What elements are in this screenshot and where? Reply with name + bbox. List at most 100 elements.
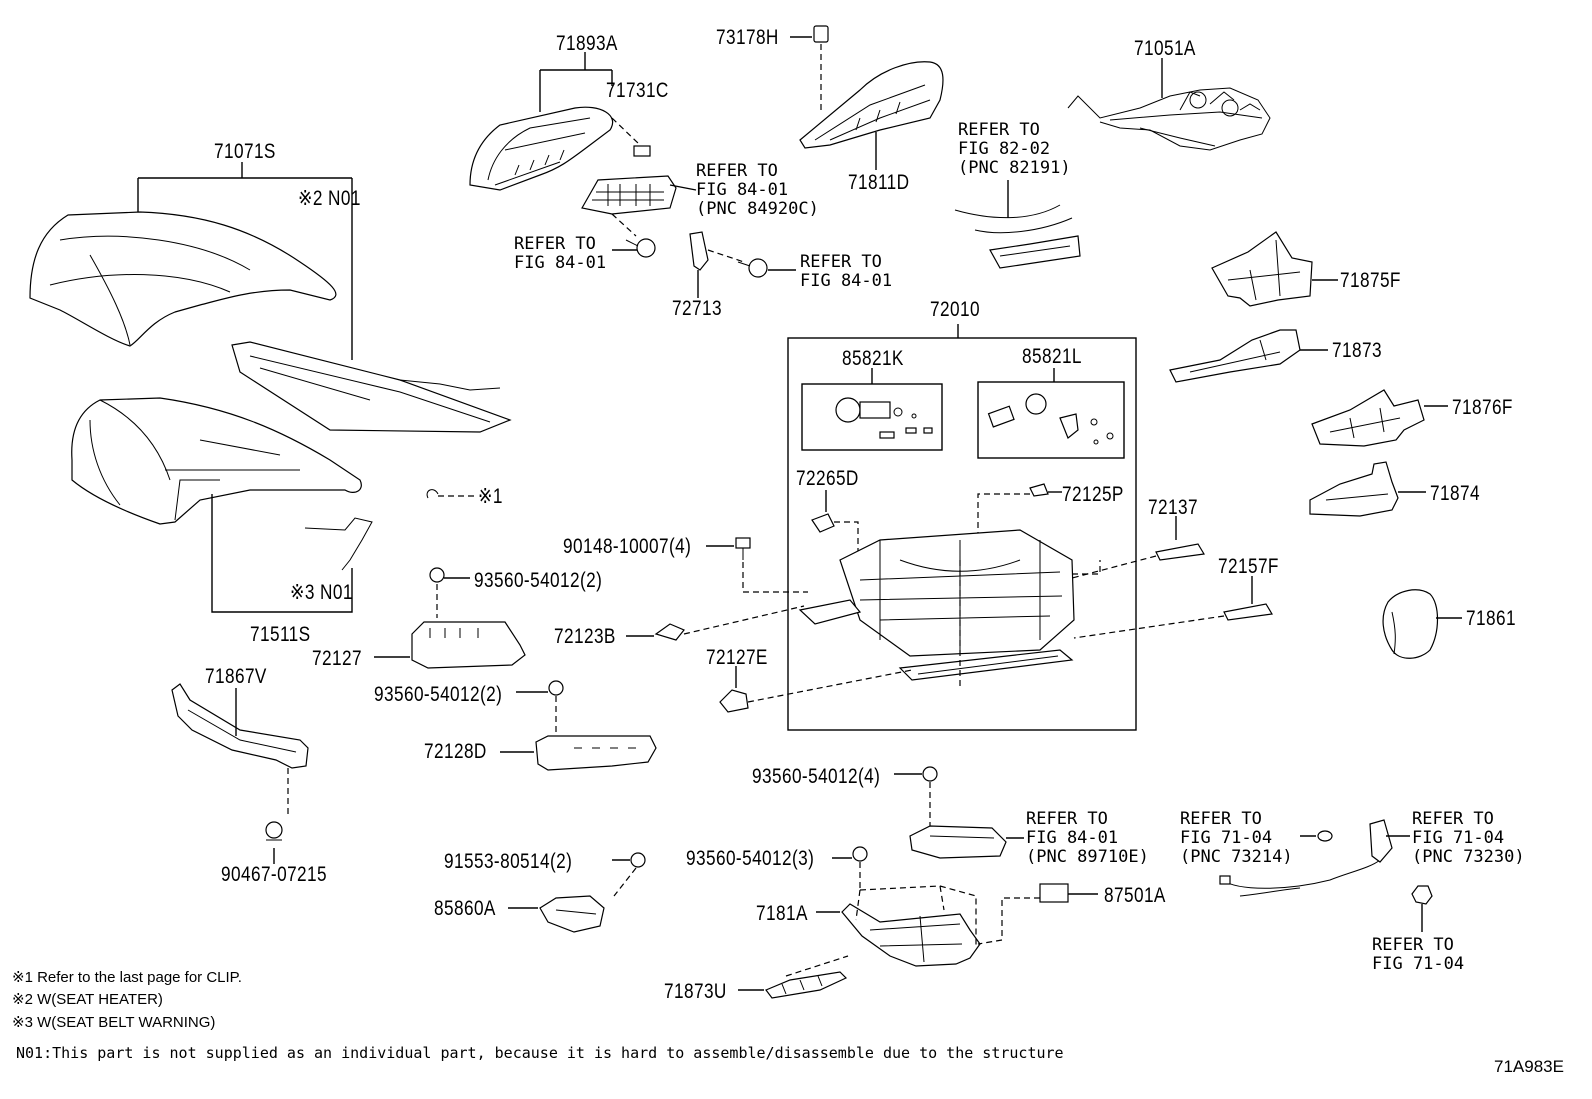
label-72157F[interactable]: 72157F bbox=[1218, 555, 1279, 578]
ref-73214[interactable]: REFER TO FIG 71-04 (PNC 73214) bbox=[1180, 809, 1293, 867]
note-n01: N01:This part is not supplied as an indi… bbox=[16, 1044, 1064, 1062]
bracket-72713-shape bbox=[689, 231, 709, 271]
label-71874[interactable]: 71874 bbox=[1430, 482, 1480, 505]
bracket-71893A-lines bbox=[539, 52, 613, 112]
label-72137[interactable]: 72137 bbox=[1148, 496, 1198, 519]
part-87501A-shape bbox=[1039, 883, 1069, 903]
label-72010[interactable]: 72010 bbox=[930, 298, 980, 321]
clip-90467-shape bbox=[265, 821, 283, 841]
label-90467[interactable]: 90467-07215 bbox=[221, 863, 328, 886]
ref-84920C[interactable]: REFER TO FIG 84-01 (PNC 84920C) bbox=[696, 161, 819, 219]
label-71893A[interactable]: 71893A bbox=[556, 32, 618, 55]
label-72127E[interactable]: 72127E bbox=[706, 646, 768, 669]
headrest-bracket-71811D-shape bbox=[799, 61, 944, 149]
label-71731C[interactable]: 71731C bbox=[606, 79, 669, 102]
clip-71731C-shape bbox=[633, 145, 651, 157]
cover-72123B-shape bbox=[654, 623, 685, 641]
ref-82191[interactable]: REFER TO FIG 82-02 (PNC 82191) bbox=[958, 120, 1071, 178]
part-72125P-shape bbox=[1029, 483, 1049, 497]
buckle-harness-shape bbox=[1219, 819, 1433, 905]
belt-sensor-shape bbox=[304, 517, 373, 571]
side-shield-71893A-shape bbox=[469, 106, 614, 191]
seat-pad-71511S-shape bbox=[71, 397, 362, 525]
frame-71051A-shape bbox=[1067, 87, 1271, 151]
label-72123B[interactable]: 72123B bbox=[554, 625, 616, 648]
label-71051A[interactable]: 71051A bbox=[1134, 37, 1196, 60]
screw-g-shape bbox=[630, 852, 646, 868]
ref-84-01-a[interactable]: REFER TO FIG 84-01 bbox=[514, 234, 607, 273]
part-72137-shape bbox=[1155, 543, 1205, 561]
label-72128D[interactable]: 72128D bbox=[424, 740, 487, 763]
label-87501A[interactable]: 87501A bbox=[1104, 884, 1166, 907]
label-72713[interactable]: 72713 bbox=[672, 297, 722, 320]
cover-72127-shape bbox=[411, 621, 526, 669]
label-71071S[interactable]: 71071S bbox=[214, 140, 276, 163]
label-93560-a[interactable]: 93560-54012(2) bbox=[474, 569, 603, 592]
part-72157F-shape bbox=[1223, 603, 1273, 621]
trim-71867V-shape bbox=[171, 683, 309, 769]
part-72265D-shape bbox=[811, 513, 835, 533]
label-72265D[interactable]: 72265D bbox=[796, 467, 859, 490]
screw-c-shape bbox=[429, 567, 445, 583]
label-71873U[interactable]: 71873U bbox=[664, 980, 727, 1003]
label-7181A[interactable]: 7181A bbox=[756, 902, 808, 925]
label-93560-c[interactable]: 93560-54012(4) bbox=[752, 765, 881, 788]
label-93560-d[interactable]: 93560-54012(3) bbox=[686, 847, 815, 870]
label-n01-heater: ※2 N01 bbox=[298, 187, 361, 210]
label-71511S[interactable]: 71511S bbox=[250, 623, 311, 646]
label-85860A[interactable]: 85860A bbox=[434, 897, 496, 920]
note-heater: ※2 W(SEAT HEATER) bbox=[12, 991, 163, 1008]
sensor-85860A-shape bbox=[539, 895, 605, 933]
ref-89710E[interactable]: REFER TO FIG 84-01 (PNC 89710E) bbox=[1026, 809, 1149, 867]
figure-code: 71A983E bbox=[1494, 1057, 1564, 1076]
part-73178H-shape bbox=[813, 25, 829, 43]
label-72127[interactable]: 72127 bbox=[312, 647, 362, 670]
label-72125P[interactable]: 72125P bbox=[1062, 483, 1124, 506]
label-n01-belt: ※3 N01 bbox=[290, 581, 353, 604]
note-belt: ※3 W(SEAT BELT WARNING) bbox=[12, 1014, 216, 1031]
label-71875F[interactable]: 71875F bbox=[1340, 269, 1401, 292]
part-72127E-shape bbox=[719, 689, 749, 713]
screw-d-shape bbox=[548, 680, 564, 696]
seat-track-mechanism-shape bbox=[798, 529, 1075, 681]
wire-harness-82191-shape bbox=[954, 204, 1081, 269]
label-85821K[interactable]: 85821K bbox=[842, 347, 904, 370]
bracket-71874-shape bbox=[1309, 461, 1399, 517]
switch-assembly-shape bbox=[581, 175, 677, 215]
label-85821L[interactable]: 85821L bbox=[1022, 345, 1082, 368]
label-93560-b[interactable]: 93560-54012(2) bbox=[374, 683, 503, 706]
bracket-71875F-shape bbox=[1211, 231, 1313, 307]
clip-shape bbox=[426, 489, 439, 499]
screw-f-shape bbox=[852, 846, 868, 862]
ref-84-01-b[interactable]: REFER TO FIG 84-01 bbox=[800, 252, 893, 291]
label-71867V[interactable]: 71867V bbox=[205, 665, 267, 688]
module-89710E-shape bbox=[909, 825, 1007, 859]
cover-71861-shape bbox=[1382, 589, 1439, 659]
box-85821L bbox=[977, 381, 1125, 459]
label-91553[interactable]: 91553-80514(2) bbox=[444, 850, 573, 873]
box-72010 bbox=[787, 337, 1137, 731]
label-71876F[interactable]: 71876F bbox=[1452, 396, 1513, 419]
note-clip: ※1 Refer to the last page for CLIP. bbox=[12, 969, 242, 986]
bolt-90148-shape bbox=[735, 537, 751, 560]
screw-a-shape bbox=[625, 238, 656, 258]
heater-mat-shape bbox=[231, 341, 512, 433]
seat-cover-71071S-shape bbox=[29, 211, 337, 347]
label-clip-mark: ※1 bbox=[478, 485, 503, 508]
motor-85821K-shape bbox=[835, 397, 933, 439]
label-90148[interactable]: 90148-10007(4) bbox=[563, 535, 692, 558]
bracket-71876F-shape bbox=[1311, 389, 1425, 447]
ref-73230[interactable]: REFER TO FIG 71-04 (PNC 73230) bbox=[1412, 809, 1525, 867]
label-71861[interactable]: 71861 bbox=[1466, 607, 1516, 630]
bracket-71873U-shape bbox=[765, 971, 848, 999]
label-73178H[interactable]: 73178H bbox=[716, 26, 779, 49]
cushion-frame-7181A-shape bbox=[841, 903, 981, 967]
motor-85821L-shape bbox=[987, 393, 1114, 445]
label-71873[interactable]: 71873 bbox=[1332, 339, 1382, 362]
ref-71-04[interactable]: REFER TO FIG 71-04 bbox=[1372, 935, 1465, 974]
cover-72128D-shape bbox=[535, 735, 657, 771]
screw-e-shape bbox=[922, 766, 938, 782]
label-71811D[interactable]: 71811D bbox=[848, 171, 910, 194]
